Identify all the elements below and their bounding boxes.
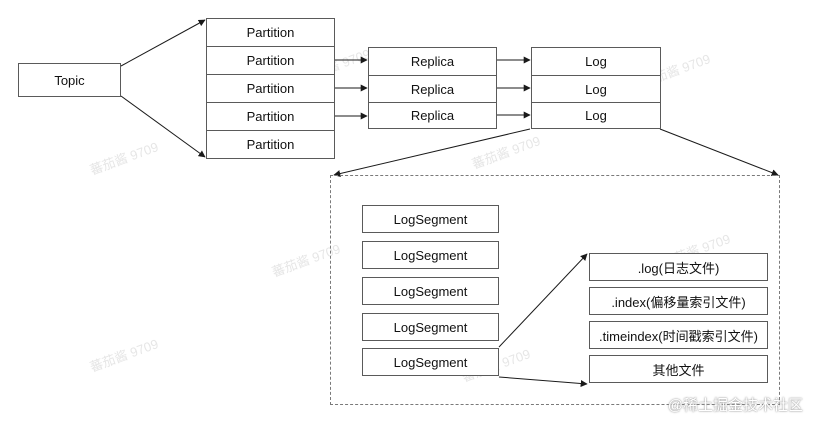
segment-file-label: .log(日志文件): [637, 260, 720, 276]
log-segment-node: LogSegment: [362, 348, 499, 376]
replica-node: Replica: [369, 48, 496, 76]
replica-stack: Replica Replica Replica: [368, 47, 497, 129]
log-expansion-region: [330, 175, 780, 405]
log-label: Log: [585, 108, 607, 123]
arrow-log-expand-left: [333, 128, 531, 177]
replica-node: Replica: [369, 103, 496, 128]
segment-file-label: .index(偏移量索引文件): [611, 294, 746, 310]
log-segment-label: LogSegment: [393, 283, 468, 299]
arrow-log-expand-right: [659, 128, 779, 176]
partition-label: Partition: [246, 53, 295, 68]
replica-label: Replica: [410, 81, 455, 97]
segment-file-node: .log(日志文件): [589, 253, 768, 281]
log-segment-node: LogSegment: [362, 241, 499, 269]
arrow-segment-to-files-top: [498, 253, 588, 348]
replica-label: Replica: [410, 54, 455, 69]
log-stack: Log Log Log: [531, 47, 661, 129]
replica-node: Replica: [369, 76, 496, 103]
segment-file-label: .timeindex(时间戳索引文件): [599, 328, 758, 344]
partition-node: Partition: [207, 75, 334, 103]
partition-node: Partition: [207, 19, 334, 47]
partition-label: Partition: [246, 81, 295, 96]
log-label: Log: [585, 54, 607, 69]
log-node: Log: [532, 48, 660, 76]
log-segment-label: LogSegment: [393, 319, 468, 335]
log-segment-label: LogSegment: [393, 247, 468, 263]
log-segment-node: LogSegment: [362, 205, 499, 233]
log-node: Log: [532, 76, 660, 103]
segment-file-label: 其他文件: [652, 362, 705, 378]
topic-label: Topic: [54, 72, 85, 88]
arrow-segment-to-files-bottom: [498, 376, 588, 387]
log-label: Log: [585, 81, 607, 97]
arrow-topic-to-partitions-bottom: [120, 95, 206, 158]
segment-file-node: .index(偏移量索引文件): [589, 287, 768, 315]
segment-file-node: 其他文件: [589, 355, 768, 383]
partition-label: Partition: [246, 109, 295, 124]
brand-watermark: @稀土掘金技术社区: [667, 397, 803, 414]
partition-node: Partition: [207, 47, 334, 75]
partition-node: Partition: [207, 131, 334, 158]
log-segment-label: LogSegment: [393, 211, 468, 227]
segment-file-node: .timeindex(时间戳索引文件): [589, 321, 768, 349]
partition-label: Partition: [246, 137, 295, 152]
partition-label: Partition: [246, 25, 295, 40]
partition-stack: Partition Partition Partition Partition …: [206, 18, 335, 159]
log-segment-node: LogSegment: [362, 277, 499, 305]
partition-node: Partition: [207, 103, 334, 131]
topic-node: Topic: [18, 63, 121, 97]
log-node: Log: [532, 103, 660, 128]
arrow-topic-to-partitions-top: [120, 19, 206, 67]
log-segment-label: LogSegment: [393, 354, 468, 370]
replica-label: Replica: [410, 108, 455, 123]
log-segment-node: LogSegment: [362, 313, 499, 341]
